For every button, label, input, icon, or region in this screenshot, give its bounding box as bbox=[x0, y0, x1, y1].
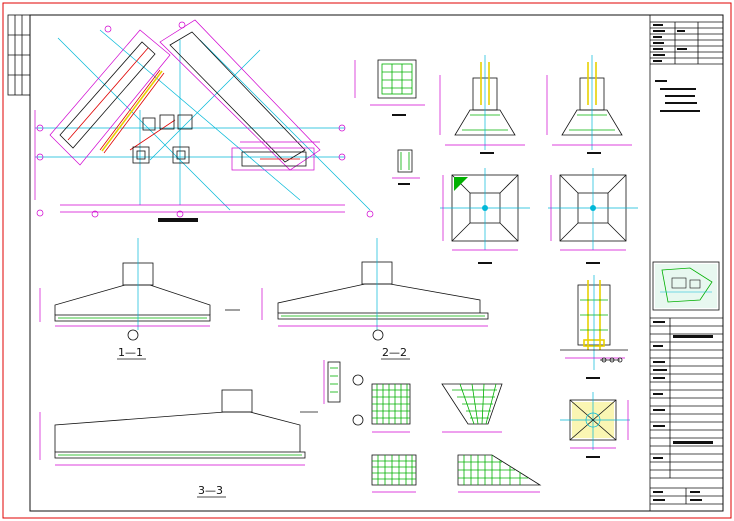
section-1-1-label: 1—1 bbox=[118, 346, 143, 359]
section-2-2 bbox=[261, 238, 489, 341]
rebar-detail-small-column bbox=[323, 360, 364, 426]
pedestal-plan-b bbox=[548, 168, 638, 264]
anchor-bolt-plan bbox=[560, 392, 630, 458]
section-3-3 bbox=[39, 389, 318, 466]
binding-strip bbox=[7, 14, 31, 96]
rebar-grid-trapezoid-a bbox=[441, 383, 503, 433]
rebar-grid-trapezoid-b bbox=[457, 454, 542, 493]
section-1-1 bbox=[39, 238, 240, 341]
foundation-plan bbox=[34, 19, 374, 222]
pier-detail bbox=[354, 59, 425, 116]
title-block bbox=[649, 14, 724, 512]
rebar-grid-square-a bbox=[371, 383, 411, 433]
pedestal-elevation-a bbox=[439, 55, 525, 154]
anchor-bolt-elevation bbox=[560, 275, 628, 379]
section-2-2-label: 2—2 bbox=[382, 346, 407, 359]
small-bar-detail bbox=[392, 149, 420, 185]
pedestal-elevation-b bbox=[546, 55, 632, 154]
pedestal-plan-a bbox=[440, 168, 530, 264]
section-3-3-label: 3—3 bbox=[198, 484, 223, 497]
rebar-grid-square-b bbox=[371, 454, 417, 493]
